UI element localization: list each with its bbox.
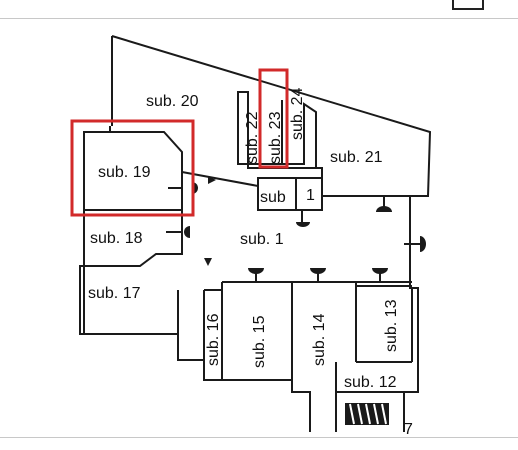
room-sub21: [315, 112, 410, 197]
label-sub13: sub. 13: [383, 299, 400, 352]
door-markers: [184, 176, 426, 274]
label-sub16: sub. 16: [205, 313, 222, 366]
bottom-divider: [0, 437, 518, 438]
label-sub17: sub. 17: [88, 285, 141, 302]
label-sub18: sub. 18: [90, 230, 143, 247]
label-sub19: sub. 19: [98, 164, 151, 181]
stair-hatch: [345, 403, 389, 425]
label-sub12: sub. 12: [344, 374, 397, 391]
highlight-sub23[interactable]: [258, 68, 289, 169]
label-sub22: sub. 22: [244, 111, 261, 164]
label-sub21: sub. 21: [330, 149, 383, 166]
stair-tick: 7: [404, 421, 413, 438]
label-sub15: sub. 15: [251, 315, 268, 368]
label-sub1-small-num: 1: [306, 187, 315, 204]
room-sub1-small: [257, 177, 323, 211]
label-sub23: sub. 23: [267, 111, 284, 164]
label-sub20: sub. 20: [146, 93, 199, 110]
label-sub14: sub. 14: [311, 313, 328, 366]
building-outline: [111, 35, 432, 432]
top-divider: [0, 18, 518, 19]
highlight-sub19[interactable]: [70, 119, 195, 217]
corner-frame: [452, 0, 484, 10]
room-sub19: [83, 131, 183, 211]
label-sub24: sub. 24: [289, 87, 306, 140]
label-sub1: sub. 1: [240, 231, 284, 248]
label-sub1-small: sub: [260, 189, 286, 206]
